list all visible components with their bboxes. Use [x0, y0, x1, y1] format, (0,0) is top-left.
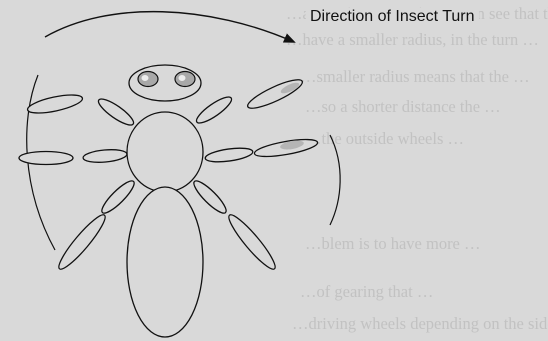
leg-front-right-upper [193, 93, 234, 127]
insect-eye-left [138, 72, 158, 87]
leg-hind-right-upper [190, 177, 230, 217]
leg-middle-left-lower [19, 152, 73, 165]
leg-front-left-lower [26, 91, 84, 116]
insect-eye-right [175, 72, 195, 87]
turn-direction-arrow [45, 12, 294, 42]
insect-abdomen [127, 187, 203, 337]
insect-thorax [127, 112, 203, 192]
leg-middle-right-upper [204, 146, 253, 165]
leg-hind-left-lower [54, 211, 110, 274]
leg-hind-left-upper [98, 177, 138, 217]
leg-hind-right-lower [224, 211, 280, 274]
leg-middle-left-upper [83, 148, 128, 164]
leg-front-left-upper [95, 95, 136, 129]
right-motion-arc [330, 135, 340, 225]
leg-front-right-lower [245, 75, 305, 113]
